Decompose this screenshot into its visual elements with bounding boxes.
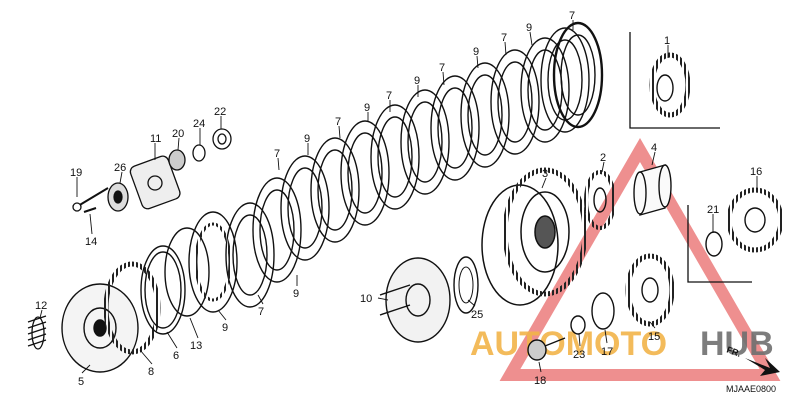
- label-19: 19: [70, 167, 82, 179]
- label-9-d: 9: [414, 75, 420, 87]
- ring-13: [164, 227, 210, 317]
- label-7-d: 7: [386, 90, 392, 102]
- sleeve-4: [633, 164, 672, 216]
- label-13: 13: [190, 340, 202, 352]
- label-17: 17: [601, 346, 613, 358]
- plate-9-d: [430, 75, 480, 181]
- label-21: 21: [707, 204, 719, 216]
- label-5: 5: [78, 376, 84, 388]
- gear-16: [726, 187, 784, 253]
- leader-lines: [39, 20, 758, 374]
- label-15: 15: [648, 331, 660, 343]
- gear-2: [584, 170, 616, 230]
- plate-7-b: [280, 155, 330, 261]
- label-9-c: 9: [364, 102, 370, 114]
- washer-25: [453, 256, 479, 314]
- inset-bracket-1: [629, 32, 720, 129]
- label-3: 3: [542, 168, 548, 180]
- label-18: 18: [534, 375, 546, 387]
- washer-22: [212, 128, 232, 150]
- clutch-outer-3: [481, 167, 588, 306]
- plate-7-f: [520, 37, 570, 143]
- watermark-logo: AUTOMOTO HUB: [470, 325, 774, 363]
- clutch-center-hub-10: [379, 257, 451, 343]
- watermark-hub: HUB: [700, 325, 774, 363]
- label-26: 26: [114, 162, 126, 174]
- plate-7-d: [400, 89, 450, 195]
- gear-1-inset: [649, 52, 691, 118]
- plate-9-g: [188, 211, 238, 313]
- diagram-code: MJAAE0800: [726, 384, 776, 394]
- label-25: 25: [471, 309, 483, 321]
- watermark-triangle: [499, 138, 781, 381]
- plate-9-c: [370, 104, 420, 210]
- label-6: 6: [173, 350, 179, 362]
- washer-21: [705, 231, 723, 257]
- spring-8: [103, 261, 161, 355]
- label-12: 12: [35, 300, 47, 312]
- part-labels: 7 9 7 9 7 9 7 9 7 9 7 1 9 7 9 13 6 8 5 1…: [35, 10, 762, 388]
- gear-15: [625, 253, 675, 327]
- label-8: 8: [148, 366, 154, 378]
- washer-24: [192, 144, 206, 162]
- label-7-g: 7: [569, 10, 575, 22]
- plate-9-a: [252, 177, 302, 283]
- plate-7-a: [225, 202, 275, 308]
- label-11: 11: [150, 133, 161, 145]
- nut-20: [168, 149, 186, 171]
- pin-14: [83, 207, 97, 213]
- bolt-18: [527, 337, 566, 361]
- label-7-a: 7: [258, 306, 264, 318]
- plate-7-c: [340, 120, 390, 226]
- plate-9-f: [540, 27, 590, 133]
- label-9-f: 9: [526, 22, 532, 34]
- lifter-assembly: [72, 128, 232, 213]
- label-20: 20: [172, 128, 184, 140]
- watermark-automoto: AUTOMOTO: [470, 325, 667, 363]
- bolt-19: [77, 187, 109, 207]
- front-label: FR.: [725, 344, 742, 358]
- clutch-springs-12: [27, 315, 47, 350]
- label-22: 22: [214, 106, 226, 118]
- plate-7-e: [460, 62, 510, 168]
- label-7-c: 7: [335, 116, 341, 128]
- plate-9-b: [310, 137, 360, 243]
- label-14: 14: [85, 236, 97, 248]
- label-24: 24: [193, 118, 205, 130]
- label-9-e: 9: [473, 46, 479, 58]
- plate-9-e: [490, 49, 540, 155]
- label-7-b: 7: [274, 148, 280, 160]
- pressure-plate-assembly: [61, 211, 238, 373]
- washer-23: [570, 315, 586, 335]
- label-7-e: 7: [439, 62, 445, 74]
- clutch-plate-stack: [225, 21, 604, 308]
- front-direction-arrow: FR.: [725, 344, 780, 376]
- inset-bracket-16: [687, 205, 752, 283]
- label-2: 2: [600, 152, 606, 164]
- label-23: 23: [573, 349, 585, 361]
- label-10: 10: [360, 293, 372, 305]
- plate-7-g: [552, 21, 604, 129]
- label-16: 16: [750, 166, 762, 178]
- label-9-b: 9: [304, 133, 310, 145]
- label-9-g: 9: [222, 322, 228, 334]
- ring-6: [140, 245, 186, 335]
- plate-17: [591, 292, 615, 330]
- label-1: 1: [664, 35, 670, 47]
- label-4: 4: [651, 142, 657, 154]
- lifter-plate-11: [129, 155, 181, 210]
- label-9-a: 9: [293, 288, 299, 300]
- label-7-f: 7: [501, 32, 507, 44]
